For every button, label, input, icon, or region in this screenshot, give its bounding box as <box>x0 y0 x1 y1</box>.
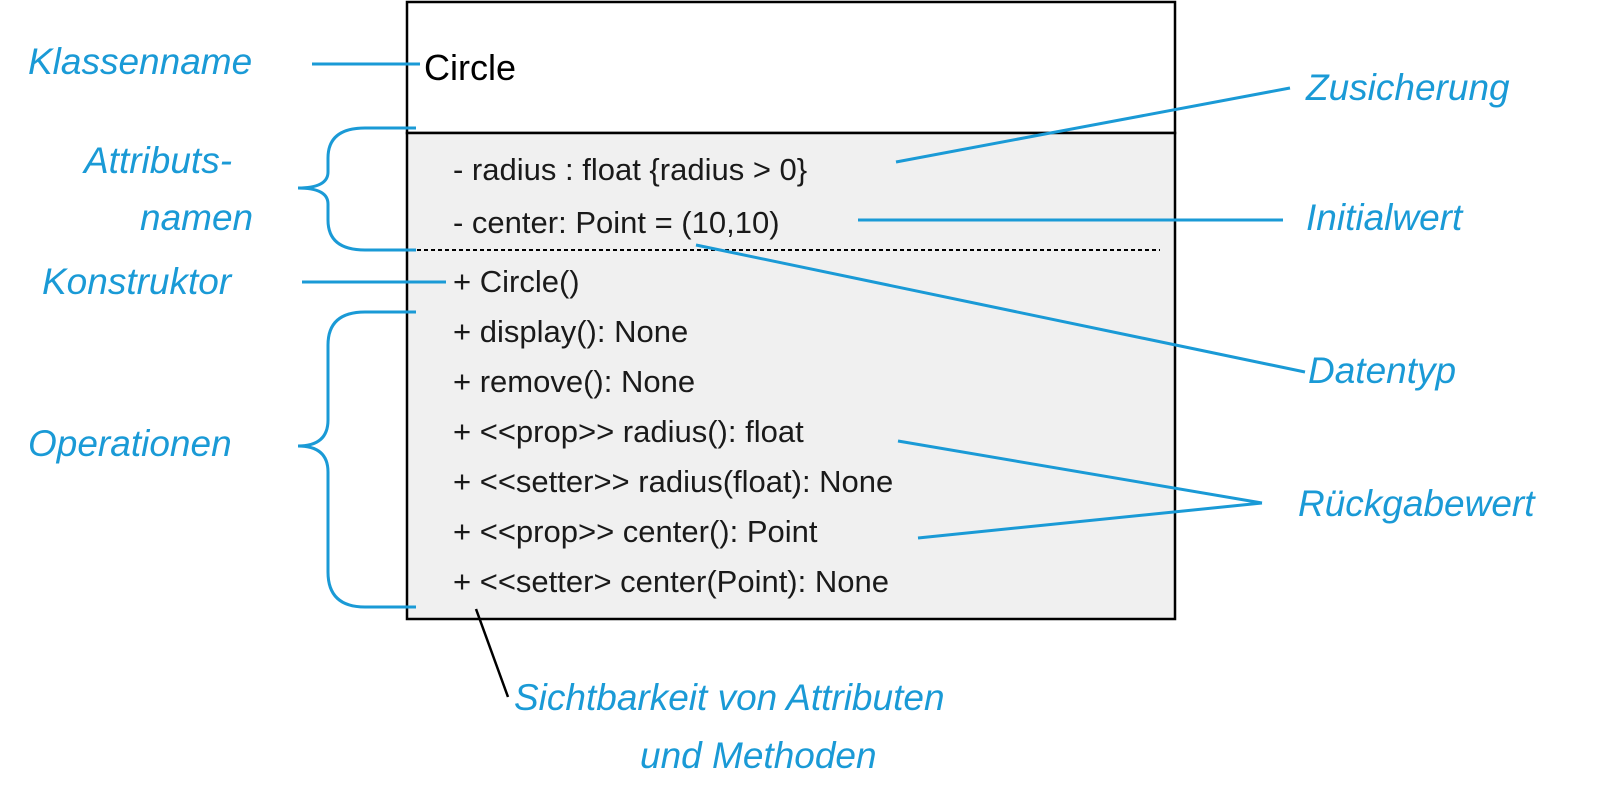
label-konstruktor: Konstruktor <box>42 261 233 302</box>
operation-setter-radius: + <<setter>> radius(float): None <box>453 464 893 499</box>
sichtbarkeit-connector <box>474 608 510 698</box>
label-sichtbarkeit-line2: und Methoden <box>640 735 877 776</box>
label-datentyp: Datentyp <box>1308 350 1456 391</box>
attribute-radius: - radius : float {radius > 0} <box>453 152 807 187</box>
datentyp-connector <box>695 243 1306 374</box>
label-rueckgabewert: Rückgabewert <box>1298 483 1536 524</box>
class-body-box <box>405 131 1177 621</box>
class-header-box <box>405 0 1177 135</box>
operation-remove: + remove(): None <box>453 364 695 399</box>
operation-constructor: + Circle() <box>453 264 580 299</box>
operation-setter-center: + <<setter> center(Point): None <box>453 564 889 599</box>
attribute-center: - center: Point = (10,10) <box>453 205 780 240</box>
class-name: Circle <box>424 47 516 88</box>
annotation-connectors <box>297 62 1306 609</box>
rueckgabewert-connector-upper <box>897 439 1263 505</box>
label-attributsnamen-line1: Attributs- <box>82 140 232 181</box>
zusicherung-connector <box>895 86 1291 164</box>
attributsnamen-brace <box>297 126 416 252</box>
label-attributsnamen-line2: namen <box>140 197 253 238</box>
label-zusicherung: Zusicherung <box>1305 67 1510 108</box>
label-operationen: Operationen <box>28 423 232 464</box>
operation-prop-radius: + <<prop>> radius(): float <box>453 414 804 449</box>
label-initialwert: Initialwert <box>1306 197 1464 238</box>
operation-display: + display(): None <box>453 314 688 349</box>
rueckgabewert-connector-lower <box>917 501 1263 540</box>
operation-prop-center: + <<prop>> center(): Point <box>453 514 818 549</box>
operationen-brace <box>297 310 416 609</box>
label-klassenname: Klassenname <box>28 41 252 82</box>
label-sichtbarkeit-line1: Sichtbarkeit von Attributen <box>514 677 945 718</box>
